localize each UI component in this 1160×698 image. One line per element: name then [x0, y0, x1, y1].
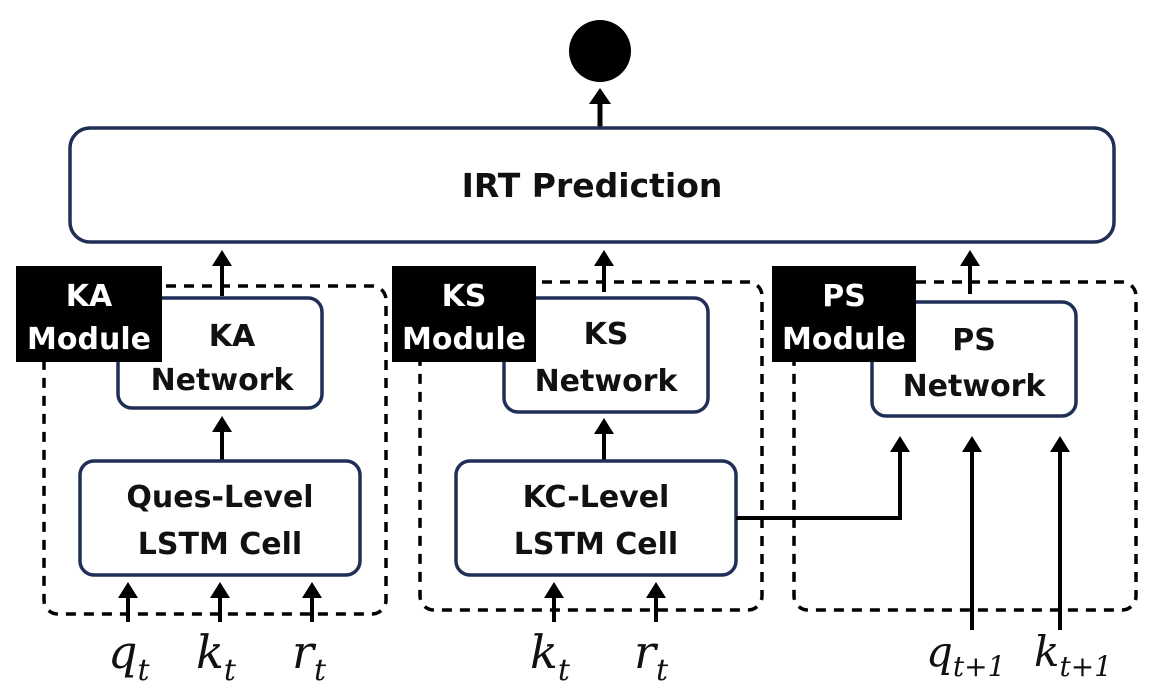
- ps-network-label-line2: Network: [903, 369, 1047, 404]
- arrow-ps-to-irt: [960, 250, 980, 294]
- arrow-ka-input-k: [210, 582, 230, 622]
- ka-tag-line2: Module: [27, 322, 151, 357]
- ks-input-k-label: kt: [530, 625, 571, 688]
- ka-network-label-line2: Network: [151, 363, 295, 398]
- ps-tag-line2: Module: [782, 322, 906, 357]
- ka-input-r-label: rt: [292, 625, 327, 688]
- ps-module-tag: [772, 266, 916, 362]
- arrow-ks-input-r: [646, 582, 666, 622]
- ka-cell-label-line2: LSTM Cell: [138, 527, 302, 562]
- ka-lstm-cell-box: [78, 459, 362, 577]
- ks-network-label-line1: KS: [584, 317, 629, 352]
- arrow-irt-to-output: [589, 88, 611, 128]
- ks-module-boundary: [418, 280, 764, 612]
- ps-input-q-label: qt+1: [926, 627, 1005, 683]
- ka-cell-label-line1: Ques-Level: [126, 480, 313, 515]
- ka-input-k-label: kt: [196, 625, 237, 688]
- ks-module-tag: [392, 266, 536, 362]
- ps-network-label-line1: PS: [952, 323, 996, 358]
- arrow-ka-input-r: [302, 582, 322, 622]
- ps-input-k-label: kt+1: [1034, 627, 1112, 683]
- arrow-ps-input-q: [962, 436, 982, 630]
- ka-input-q-label: qt: [108, 625, 150, 688]
- arrow-ks-cell-to-ps-network: [736, 436, 910, 520]
- arrow-ks-input-k: [544, 582, 564, 622]
- arrow-ps-input-k: [1050, 436, 1070, 630]
- arrow-ka-cell-to-network: [212, 416, 232, 461]
- ka-tag-line1: KA: [66, 279, 113, 314]
- ks-tag-line1: KS: [442, 279, 487, 314]
- ka-module-boundary: [42, 284, 388, 616]
- ks-cell-label-line1: KC-Level: [523, 480, 670, 515]
- ks-tag-line2: Module: [402, 322, 526, 357]
- output-node: [569, 20, 631, 82]
- ps-module-boundary: [792, 280, 1138, 612]
- ks-cell-label-line2: LSTM Cell: [514, 527, 678, 562]
- ks-input-r-label: rt: [634, 625, 669, 688]
- ps-tag-line1: PS: [822, 279, 866, 314]
- ka-network-label-line1: KA: [209, 319, 256, 354]
- ks-network-label-line2: Network: [535, 364, 679, 399]
- irt-prediction-box: [68, 126, 1116, 244]
- arrow-ks-cell-to-network: [594, 418, 614, 461]
- irt-prediction-label: IRT Prediction: [462, 166, 723, 205]
- arrow-ks-to-irt: [594, 250, 614, 292]
- arrow-ka-input-q: [118, 582, 138, 622]
- ka-module-tag: [16, 266, 162, 362]
- arrow-ka-to-irt: [212, 250, 232, 296]
